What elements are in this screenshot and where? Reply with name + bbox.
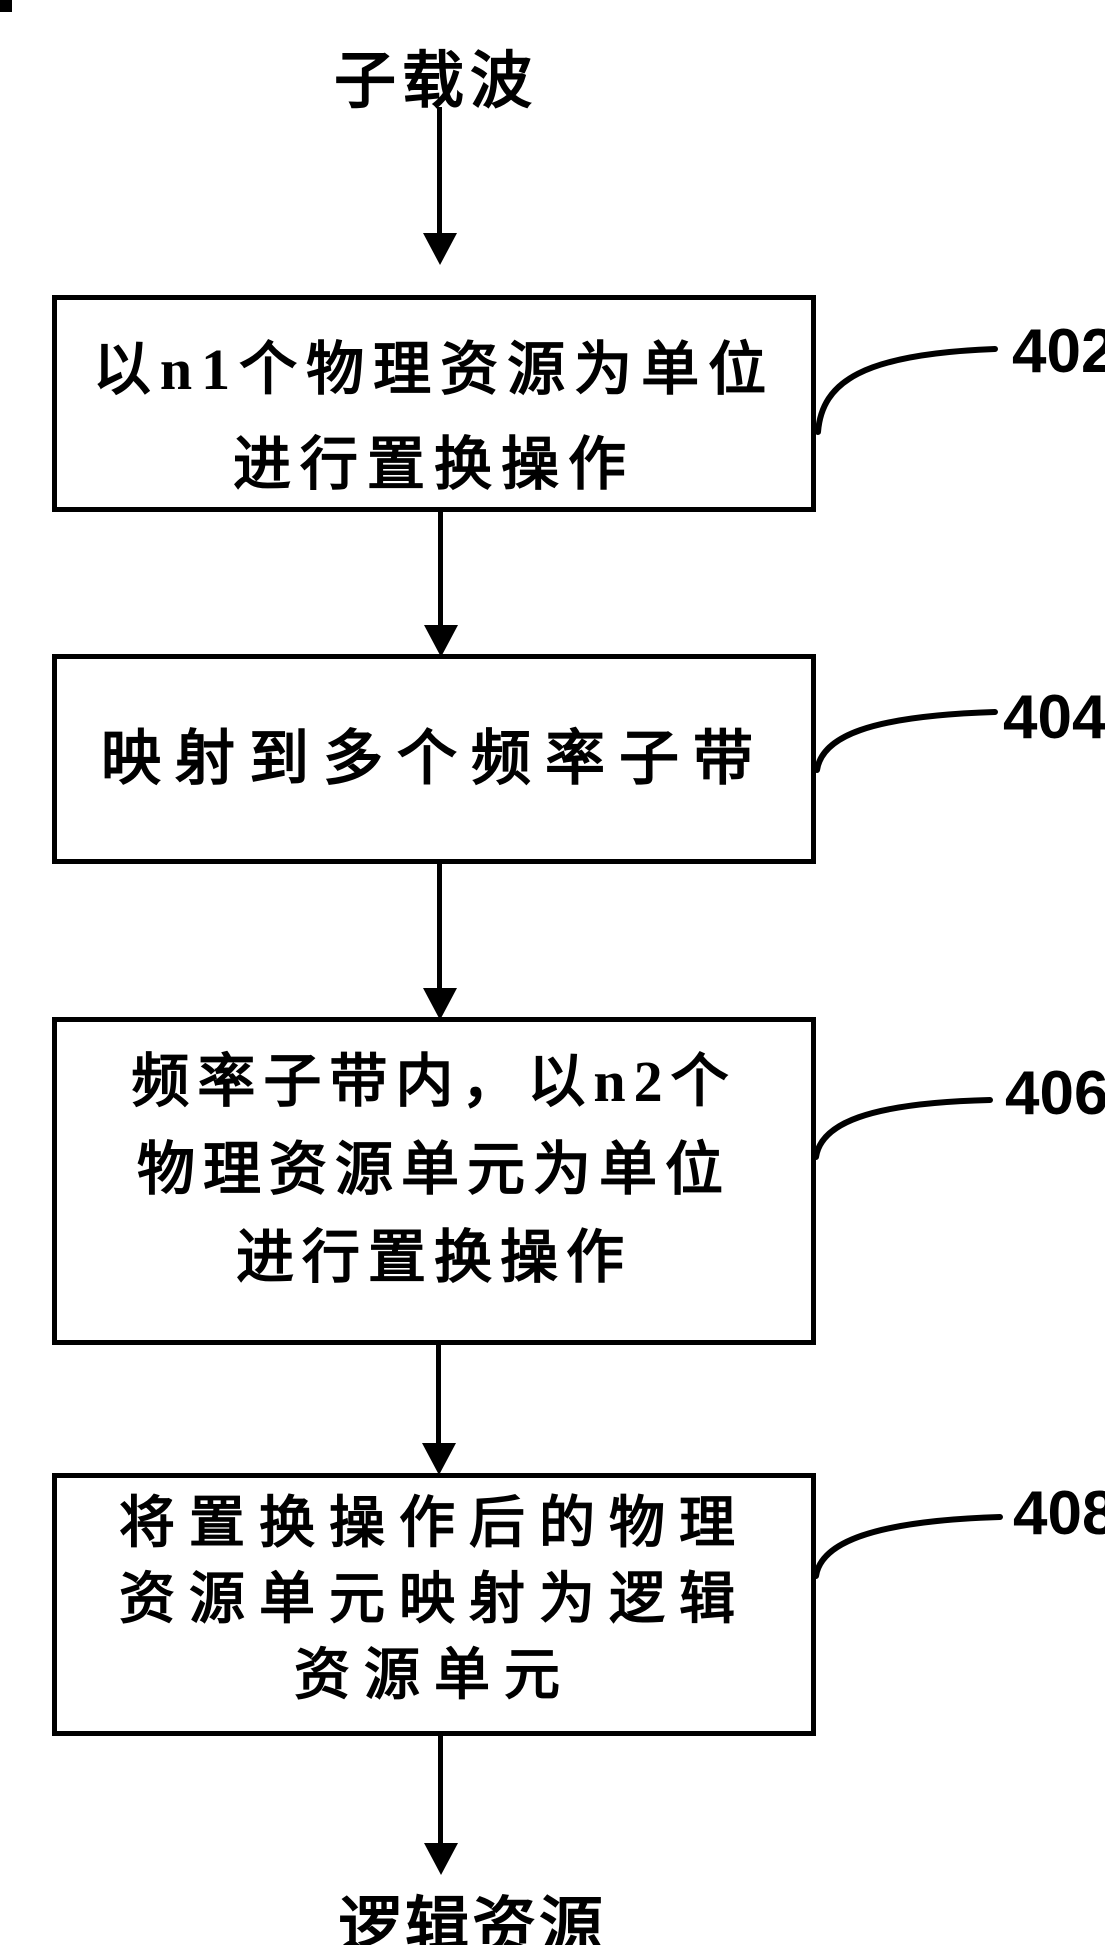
step3-text-line2: 物理资源单元为单位 — [57, 1126, 811, 1214]
step1-text-line2: 进行置换操作 — [57, 417, 811, 512]
step3-ref-label: 406 — [1005, 1058, 1105, 1129]
flow-arrow-1-shaft — [437, 107, 442, 235]
step4-ref-label: 408 — [1013, 1478, 1105, 1549]
step3-text-line3: 进行置换操作 — [57, 1214, 811, 1302]
step1-text-line1: 以n1个物理资源为单位 — [57, 322, 811, 417]
flow-arrow-1-head — [423, 233, 457, 265]
flow-arrow-5-shaft — [438, 1736, 443, 1845]
flow-arrow-2-shaft — [438, 512, 443, 627]
step4-text-line3: 资源单元 — [57, 1638, 811, 1714]
step2-callout-curve — [817, 712, 995, 770]
flow-arrow-4-head — [422, 1443, 456, 1475]
scan-artifact-dot — [0, 0, 12, 12]
step4-text-line1: 将置换操作后的物理 — [57, 1486, 811, 1562]
flow-arrow-2-head — [424, 625, 458, 657]
end-terminal-label: 逻辑资源 — [338, 1876, 606, 1945]
step4-box: 将置换操作后的物理 资源单元映射为逻辑 资源单元 — [52, 1473, 816, 1736]
start-terminal-label: 子载波 — [334, 30, 538, 120]
step4-text-line2: 资源单元映射为逻辑 — [57, 1562, 811, 1638]
step2-text-line1: 映射到多个频率子带 — [57, 659, 811, 859]
flow-arrow-4-shaft — [436, 1345, 441, 1445]
step2-ref-label: 404 — [1003, 682, 1105, 753]
step3-callout-curve — [816, 1100, 990, 1157]
step2-box: 映射到多个频率子带 — [52, 654, 816, 864]
step1-box: 以n1个物理资源为单位 进行置换操作 — [52, 295, 816, 512]
flow-arrow-3-head — [423, 988, 457, 1020]
step4-callout-curve — [816, 1517, 1000, 1576]
step1-ref-label: 402 — [1012, 316, 1105, 387]
flow-arrow-5-head — [424, 1843, 458, 1875]
step3-box: 频率子带内，以n2个 物理资源单元为单位 进行置换操作 — [52, 1017, 816, 1345]
step3-text-line1: 频率子带内，以n2个 — [57, 1038, 811, 1126]
flow-arrow-3-shaft — [437, 864, 442, 990]
step1-callout-curve — [818, 349, 995, 432]
